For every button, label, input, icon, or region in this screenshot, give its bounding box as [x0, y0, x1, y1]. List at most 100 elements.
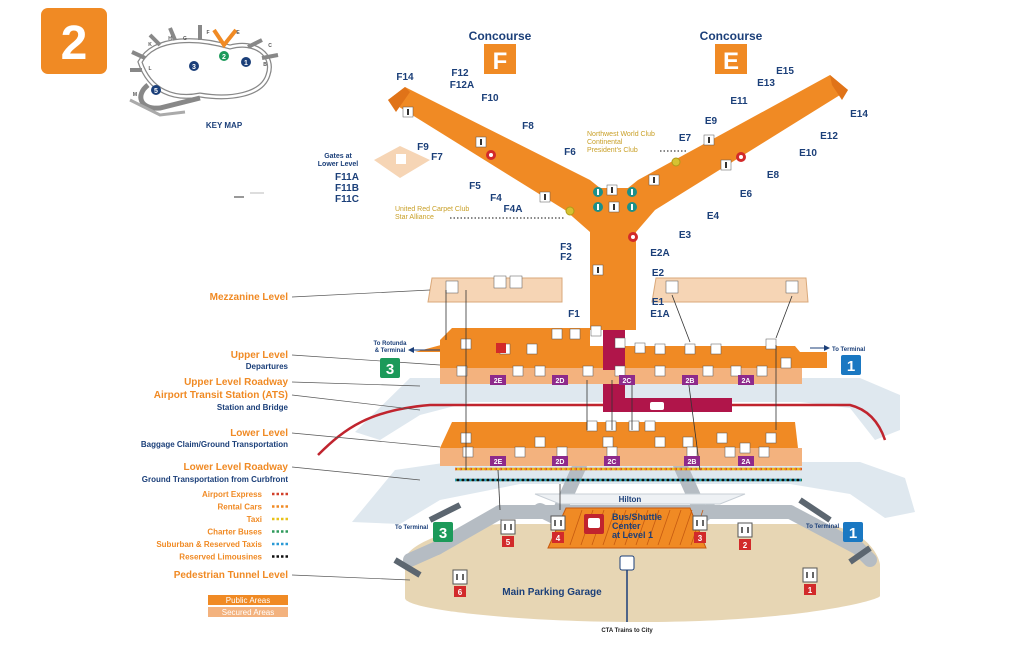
terminal-1-badge: 1	[843, 522, 863, 542]
gate-label: F7	[431, 152, 443, 163]
gate-label: E12	[820, 131, 838, 142]
lower-level-icon	[654, 436, 666, 448]
elevator-number: 1	[808, 586, 813, 595]
terminal-3-badge: 3	[380, 358, 400, 378]
ground-transport-legend-item: Airport Express	[202, 490, 289, 499]
checkin-label: 2E	[494, 459, 503, 466]
garage-title: Main Parking Garage	[502, 587, 602, 598]
area-legend-label: Public Areas	[226, 596, 270, 605]
gate-label: F6	[564, 147, 576, 158]
garage-elevator[interactable]: 5	[500, 519, 516, 547]
gate-label: F8	[522, 121, 534, 132]
level-title: Upper Level	[231, 350, 288, 361]
checkin-label: 2E	[494, 378, 503, 385]
garage-elevator[interactable]: 1	[802, 567, 818, 595]
restroom-icon	[608, 201, 620, 213]
gate-label: E1A	[650, 309, 669, 320]
restroom-icon	[402, 106, 414, 118]
mezzanine-icon	[445, 280, 459, 294]
checkin-badge: 2E	[490, 456, 506, 466]
lower-level	[440, 422, 802, 466]
level-subtitle: Departures	[246, 362, 289, 371]
lower-level-icon	[765, 432, 777, 444]
lower-level-icon	[462, 446, 474, 458]
garage-elevator[interactable]: 6	[452, 569, 468, 597]
key-map-letter: C	[268, 43, 272, 49]
lower-level-icon	[682, 436, 694, 448]
terminal-number: 2	[61, 17, 88, 70]
key-map-badge-number: 2	[222, 54, 226, 61]
key-map-letter: M	[133, 92, 137, 98]
checkin-badge: 2D	[552, 375, 568, 385]
lower-level-icon	[556, 446, 568, 458]
hilton-label: Hilton	[619, 495, 642, 504]
ground-transport-label: Rental Cars	[218, 503, 263, 512]
connector-line	[687, 377, 701, 471]
key-map-badge-number: 3	[192, 64, 196, 71]
gate-label: F9	[417, 142, 429, 153]
restroom-icon	[606, 184, 618, 196]
cta-label: CTA Trains to City	[601, 628, 653, 634]
area-legend-item: Secured Areas	[208, 607, 288, 617]
info-icon	[627, 202, 637, 212]
gate-label: F12	[451, 68, 469, 79]
gate-label: E10	[799, 148, 817, 159]
mezzanine-level	[427, 277, 809, 303]
ground-transport-label: Charter Buses	[207, 528, 262, 537]
terminal-badge-number: 3	[386, 361, 394, 378]
level-subtitle: Ground Transportation from Curbfront	[142, 475, 289, 484]
terminal-badge-number: 3	[439, 525, 447, 542]
cta-train-icon	[619, 555, 635, 571]
gate-label: E4	[707, 211, 720, 222]
gate-label: F4	[490, 193, 502, 204]
garage-elevator[interactable]: 3	[692, 515, 708, 543]
gate-label: E15	[776, 66, 794, 77]
key-map-letter: F	[206, 30, 209, 36]
concourse-letter: F	[493, 48, 508, 75]
area-legend-item: Public Areas	[208, 595, 288, 605]
lower-level-icon	[602, 436, 614, 448]
lower-level-icon	[605, 420, 617, 432]
level-title: Airport Transit Station (ATS)	[154, 390, 288, 401]
terminal-badge-number: 1	[847, 358, 855, 375]
gate-label: E2A	[650, 248, 669, 259]
gate-label: E9	[705, 116, 718, 127]
checkin-label: 2D	[556, 378, 565, 385]
arrow-right-icon	[824, 345, 830, 351]
upper-level-icon	[526, 343, 538, 355]
garage-elevator[interactable]: 2	[737, 522, 753, 550]
gate-label: F11C	[335, 194, 359, 205]
ats-track	[317, 370, 887, 456]
key-map-letter: G	[183, 36, 187, 42]
ground-transport-legend-item: Rental Cars	[218, 503, 289, 512]
connector-line	[497, 469, 501, 511]
concourse-word: Concourse	[469, 29, 532, 43]
garage-elevator[interactable]: 4	[550, 515, 566, 543]
key-map-letter: L	[148, 66, 151, 72]
level-title: Pedestrian Tunnel Level	[174, 570, 289, 581]
key-map-badge	[151, 85, 161, 95]
checkin-badge: 2E	[490, 375, 506, 385]
ground-transport-legend-item: Taxi	[247, 515, 289, 524]
restroom-icon	[648, 174, 660, 186]
lower-level-icon	[628, 420, 640, 432]
checkin-label: 2B	[688, 459, 697, 466]
upper-level-icon	[456, 365, 468, 377]
level-subtitle: Station and Bridge	[217, 403, 289, 412]
checkin-label: 2A	[742, 378, 751, 385]
gate-label: E3	[679, 230, 692, 241]
upper-level-icon	[590, 325, 602, 337]
lower-level-icon	[686, 446, 698, 458]
restroom-icon	[539, 191, 551, 203]
checkin-badge: 2A	[738, 456, 754, 466]
club-united	[450, 206, 575, 219]
key-map-badge-number: 1	[244, 60, 248, 67]
concourse-word: Concourse	[700, 29, 763, 43]
